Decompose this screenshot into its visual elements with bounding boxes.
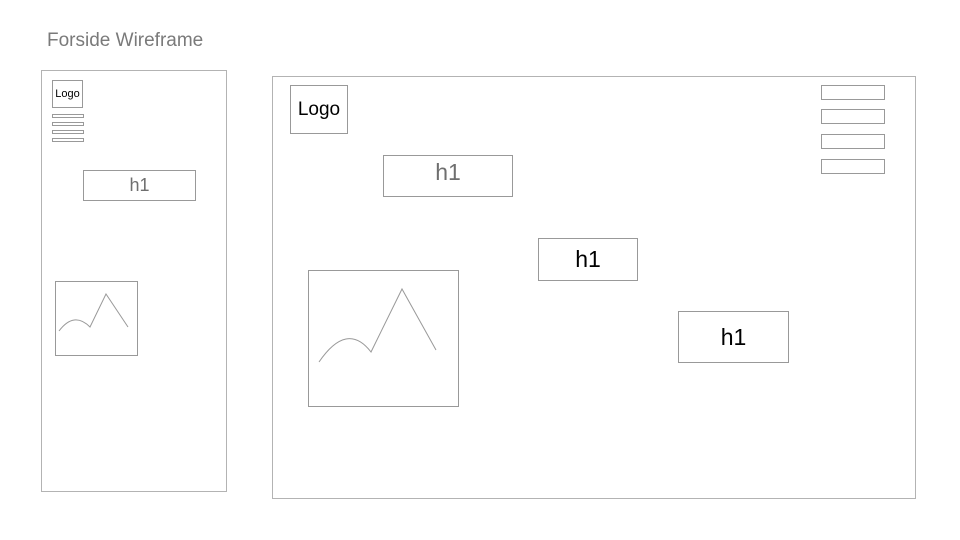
mobile-image-placeholder bbox=[55, 281, 138, 356]
mountain-image-placeholder-icon bbox=[58, 292, 129, 332]
desktop-heading-3: h1 bbox=[678, 311, 789, 363]
desktop-heading-1: h1 bbox=[383, 155, 513, 197]
menu-line bbox=[52, 138, 84, 142]
mountain-image-placeholder-icon bbox=[318, 287, 437, 363]
menu-line bbox=[52, 130, 84, 134]
desktop-nav-item[interactable] bbox=[821, 85, 885, 100]
desktop-wireframe bbox=[272, 76, 916, 499]
menu-line bbox=[52, 122, 84, 126]
desktop-nav-item[interactable] bbox=[821, 159, 885, 174]
page-title: Forside Wireframe bbox=[47, 30, 204, 51]
desktop-nav-item[interactable] bbox=[821, 134, 885, 149]
desktop-logo: Logo bbox=[290, 85, 348, 134]
mobile-logo: Logo bbox=[52, 80, 83, 108]
desktop-image-placeholder bbox=[308, 270, 459, 407]
mobile-menu-icon[interactable] bbox=[52, 114, 84, 144]
desktop-heading-2: h1 bbox=[538, 238, 638, 281]
menu-line bbox=[52, 114, 84, 118]
desktop-nav-item[interactable] bbox=[821, 109, 885, 124]
mobile-heading: h1 bbox=[83, 170, 196, 201]
